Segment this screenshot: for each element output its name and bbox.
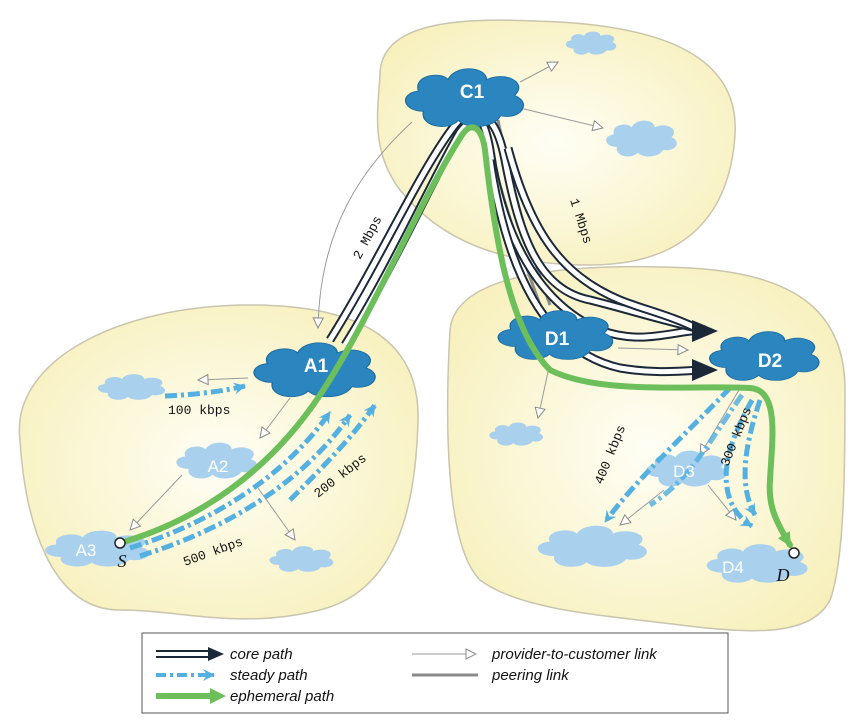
ephemeral-path	[117, 124, 793, 548]
legend-steady-path-label: steady path	[230, 667, 308, 684]
label-d1: D1	[545, 329, 570, 350]
legend-peering-link-label: peering link	[491, 667, 570, 684]
label-d: D	[776, 565, 790, 585]
core-arrowheads	[692, 320, 718, 381]
legend-core-path-label: core path	[230, 646, 293, 663]
legend-box	[141, 632, 729, 714]
label-d3: D3	[673, 462, 695, 481]
label-a2: A2	[208, 457, 229, 476]
region-c	[376, 19, 736, 266]
provider-links	[130, 62, 743, 540]
legend: core path steady path ephemeral path pro…	[141, 632, 729, 714]
label-c1: C1	[460, 82, 485, 103]
label-d2: D2	[758, 351, 782, 372]
legend-ephemeral-path-label: ephemeral path	[230, 688, 334, 705]
label-a3: A3	[76, 541, 97, 560]
legend-core-path-swatch	[156, 647, 224, 661]
capacity-a1-left: 100 kbps	[168, 403, 230, 418]
legend-ephemeral-path-swatch	[156, 688, 226, 704]
source-node	[114, 537, 126, 549]
destination-node	[788, 547, 800, 559]
label-d4: D4	[722, 558, 744, 577]
label-a1: A1	[304, 356, 329, 377]
label-s: S	[118, 551, 127, 571]
legend-provider-link-label: provider-to-customer link	[491, 646, 658, 663]
steady-paths	[129, 382, 763, 559]
